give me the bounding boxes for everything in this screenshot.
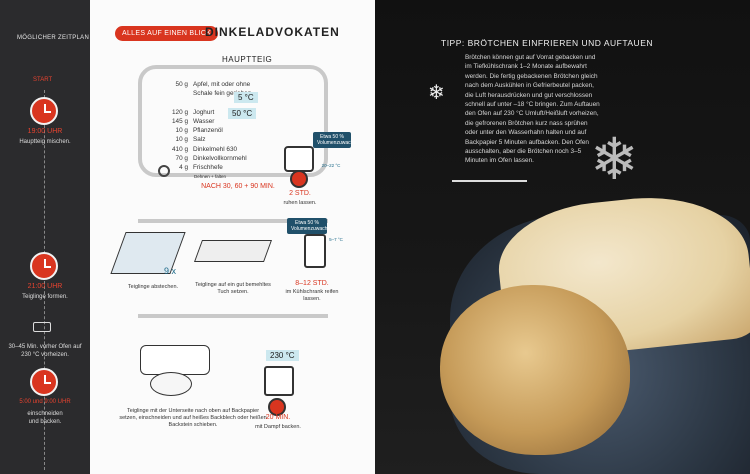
fridge-text: im Kühlschrank reifen lassen. bbox=[285, 289, 339, 302]
recipe-title: DINKELADVOKATEN bbox=[205, 25, 340, 39]
rest1-text: ruhen lassen. bbox=[283, 200, 317, 206]
flow-arrow bbox=[138, 314, 328, 318]
timer-icon bbox=[290, 170, 308, 188]
step1-time: 19:00 UHR bbox=[27, 128, 63, 135]
oven-temp-badge: 230 °C bbox=[266, 350, 299, 361]
tuch-text: Teiglinge auf ein gut bemehltes Tuch set… bbox=[195, 282, 271, 295]
oven-icon bbox=[264, 366, 294, 396]
rest1-time: 2 STD. bbox=[289, 190, 311, 197]
timer-icon bbox=[268, 398, 286, 416]
snowflake-icon: ❄ bbox=[428, 82, 445, 104]
clock-icon bbox=[30, 97, 58, 125]
bake-text: mit Dampf backen. bbox=[255, 424, 301, 430]
count-label: 9 x bbox=[163, 266, 176, 276]
divider bbox=[452, 180, 527, 182]
fridge-time: 8–12 STD. bbox=[295, 280, 329, 287]
dough-icon bbox=[150, 372, 192, 396]
place-text: Teiglinge mit der Unterseite nach oben a… bbox=[119, 408, 267, 428]
hand-icon bbox=[158, 165, 170, 177]
flow-arrow bbox=[138, 219, 328, 223]
step2-time: 21:00 UHR bbox=[27, 283, 63, 290]
section-title: HAUPTTEIG bbox=[222, 55, 273, 64]
step3-text: 30–45 Min. vorher Ofen auf 230 °C vorhei… bbox=[8, 344, 82, 358]
step1-text: Hauptteig mischen. bbox=[19, 139, 71, 145]
bowl-icon bbox=[284, 146, 314, 172]
step4-time: 5:00 und 9:00 UHR bbox=[19, 399, 71, 405]
temp-badge: 50 °C bbox=[228, 108, 257, 119]
volume-badge: Etwa 50 % Volumenzuwachs bbox=[313, 132, 356, 148]
volume-badge: Etwa 50 % Volumenzuwachs bbox=[287, 218, 330, 234]
bread-image bbox=[440, 285, 630, 455]
cloth-icon bbox=[193, 240, 273, 262]
bake-time: 20 MIN. bbox=[265, 414, 291, 421]
step4-text: einschneiden und backen. bbox=[27, 411, 63, 425]
overview-tag: ALLES AUF EINEN BLICK bbox=[115, 26, 219, 41]
clock-icon bbox=[30, 368, 58, 396]
oven-preheat-icon bbox=[33, 322, 51, 332]
clock-icon bbox=[30, 252, 58, 280]
fridge-temp: 5–7 °C bbox=[329, 237, 343, 242]
start-label: START bbox=[33, 77, 53, 83]
knead-times: NACH 30, 60 + 90 MIN. bbox=[201, 183, 275, 190]
ingredient-bracket bbox=[138, 65, 328, 177]
timeline-panel: MÖGLICHER ZEITPLAN START 19:00 UHR Haupt… bbox=[0, 0, 90, 474]
timeline-title: MÖGLICHER ZEITPLAN bbox=[17, 35, 90, 41]
snowflake-icon: ❄ bbox=[590, 127, 639, 192]
knead-label: Dehnen + falten bbox=[194, 174, 226, 179]
timeline-line bbox=[44, 90, 45, 470]
temp-badge: 5 °C bbox=[234, 92, 258, 103]
tip-title: TIPP: BRÖTCHEN EINFRIEREN UND AUFTAUEN bbox=[441, 38, 653, 48]
baking-sheet-icon bbox=[140, 345, 210, 375]
fridge-icon bbox=[304, 234, 326, 268]
step2-text: Teiglinge formen. bbox=[22, 294, 68, 300]
temp-range: 20–22 °C bbox=[321, 163, 341, 168]
tip-text: Brötchen können gut auf Vorrat gebacken … bbox=[465, 54, 600, 165]
shape-text: Teiglinge abstechen. bbox=[127, 284, 179, 290]
